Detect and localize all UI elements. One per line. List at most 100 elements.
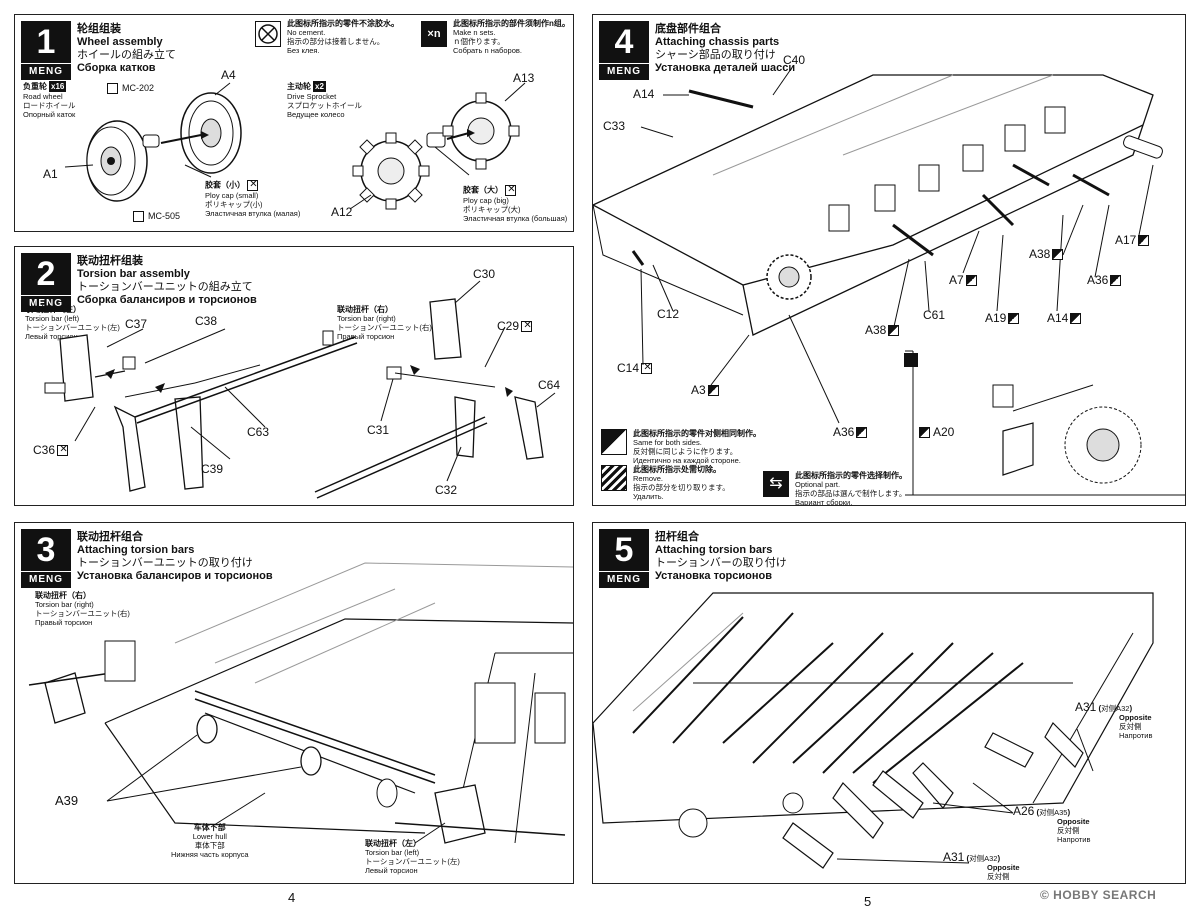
part-a3: A3 [691, 383, 719, 397]
title-ru: Сборка катков [77, 62, 156, 74]
wheel-assembly-drawing [64, 82, 526, 210]
legend-remove: 此图标所指示处需切除。 Remove. 指示の部分を切り取ります。 Удалит… [633, 465, 730, 501]
mirror-icon [1138, 235, 1150, 247]
no-cement-icon [641, 361, 653, 375]
brand-logo: MENG [599, 63, 649, 80]
part-a36b: A36 [833, 425, 868, 439]
step-5-badge: 5 MENG [599, 529, 649, 588]
part-c30: C30 [473, 267, 496, 281]
brand-logo: MENG [21, 295, 71, 312]
step-number: 3 [21, 529, 71, 571]
part-a19: A19 [985, 311, 1020, 325]
step-number: 5 [599, 529, 649, 571]
mirror-icon [1052, 249, 1064, 261]
mirror-icon [856, 427, 868, 439]
step-title: 扭杆组合 Attaching torsion bars トーションバーの取り付け… [655, 531, 787, 582]
legend-optional: 此图标所指示的零件选择制作。 Optional part. 指示の部品は選んで制… [795, 471, 907, 506]
part-c63: C63 [247, 425, 270, 439]
legend-same-both-sides: 此图标所指示的零件对侧相同制作。 Same for both sides. 反対… [633, 429, 761, 465]
no-cement-note: 此图标所指示的零件不涂胶水。 No cement. 指示の部分は接着しません。 … [287, 19, 399, 55]
step-number: 1 [21, 21, 71, 63]
title-en: Wheel assembly [77, 36, 163, 48]
part-c39: C39 [201, 462, 224, 476]
option-icon: ⇆ [763, 471, 789, 497]
a31-top-label: A31 (对侧A32) Opposite 反対側 Напротив [1075, 700, 1153, 740]
mirror-icon [707, 385, 719, 397]
lower-hull-label: 车体下部 Lower hull 車体下部 Нижняя часть корпус… [171, 823, 249, 859]
part-a38: A38 [1029, 247, 1064, 261]
part-c14: C14 [617, 361, 653, 375]
step-1-panel: 1 MENG 轮组组装 Wheel assembly ホイールの組み立て Сбо… [14, 14, 574, 232]
part-a7: A7 [949, 273, 977, 287]
part-mc505: MC-505 [131, 211, 180, 222]
step-3-badge: 3 MENG [21, 529, 71, 588]
part-a14b: A14 [1047, 311, 1082, 325]
title-jp: ホイールの組み立て [77, 49, 176, 61]
no-cement-icon [247, 178, 259, 192]
option-icon [904, 353, 918, 367]
watermark: © HOBBY SEARCH [1040, 888, 1157, 902]
part-c64: C64 [538, 378, 561, 392]
brand-logo: MENG [21, 571, 71, 588]
part-c38: C38 [195, 314, 218, 328]
part-a1: A1 [43, 167, 58, 181]
step-4-panel: 4 MENG 底盘部件组合 Attaching chassis parts シャ… [592, 14, 1186, 506]
cut-icon [601, 465, 627, 491]
part-c12: C12 [657, 307, 680, 321]
part-a13: A13 [513, 71, 535, 85]
part-c40: C40 [783, 53, 806, 67]
step-5-panel: 5 MENG 扭杆组合 Attaching torsion bars トーション… [592, 522, 1186, 884]
part-a36: A36 [1087, 273, 1122, 287]
part-a14: A14 [633, 87, 655, 101]
no-cement-icon [505, 183, 517, 197]
part-c32: C32 [435, 483, 458, 497]
part-c61: C61 [923, 308, 946, 322]
chassis-drawing [593, 68, 1185, 496]
part-c29: C29 [497, 319, 533, 333]
poly-cap-small-label: 胶套（小） Ploy cap (small) ポリキャップ(小) Эластич… [205, 178, 300, 218]
torsion-bars-drawing [593, 592, 1154, 869]
no-cement-icon [57, 443, 69, 457]
mirror-icon [601, 429, 627, 455]
mirror-icon [1008, 313, 1020, 325]
step-4-badge: 4 MENG [599, 21, 649, 80]
poly-cap-big-label: 胶套（大） Ploy cap (big) ポリキャップ(大) Эластична… [463, 183, 567, 223]
torsion-left-label: 联动扭杆（左） Torsion bar (left) トーションバーユニット(左… [365, 839, 460, 875]
step-1-badge: 1 MENG [21, 21, 71, 80]
a26-label: A26 (对侧A35) Opposite 反対側 Напротив [1013, 804, 1091, 844]
no-cement-icon [521, 319, 533, 333]
part-a17: A17 [1115, 233, 1150, 247]
torsion-right-label: 联动扭杆（右） Torsion bar (right) トーションバーユニット(… [337, 305, 432, 341]
lower-hull-drawing [28, 562, 573, 844]
brand-logo: MENG [21, 63, 71, 80]
part-a4: A4 [221, 68, 236, 82]
part-a39: A39 [55, 793, 79, 808]
mirror-icon [965, 275, 977, 287]
mirror-icon [1110, 275, 1122, 287]
step-title: 联动扭杆组装 Torsion bar assembly トーションバーユニットの… [77, 255, 257, 306]
part-c31: C31 [367, 423, 390, 437]
make-n-sets-note: 此图标所指示的部件须制作n组。 Make n sets. ｎ個作ります。 Соб… [453, 19, 570, 55]
torsion-left-label: 联动扭杆（左） Torsion bar (left) トーションバーユニット(左… [25, 305, 120, 341]
part-a38b: A38 [865, 323, 900, 337]
step-title: 轮组组装 Wheel assembly ホイールの組み立て Сборка кат… [77, 23, 176, 75]
no-cement-icon [255, 21, 281, 47]
torsion-right-label: 联动扭杆（右） Torsion bar (right) トーションバーユニット(… [35, 591, 130, 627]
torsion-bar-drawing [44, 280, 556, 499]
step-2-badge: 2 MENG [21, 253, 71, 312]
step-title: 底盘部件组合 Attaching chassis parts シャーシ部品の取り… [655, 23, 796, 74]
step-3-panel: 3 MENG 联动扭杆组合 Attaching torsion bars トーシ… [14, 522, 574, 884]
page-number-left: 4 [288, 890, 296, 905]
a31-bottom-label: A31 (对侧A32) Opposite 反対側 [943, 850, 1020, 881]
mirror-icon [888, 325, 900, 337]
step-title: 联动扭杆组合 Attaching torsion bars トーションバーユニッ… [77, 531, 273, 582]
part-mc202: MC-202 [105, 83, 154, 94]
mirror-icon [1070, 313, 1082, 325]
brand-logo: MENG [599, 571, 649, 588]
make-n-sets-icon: ×n [421, 21, 447, 47]
part-a20: A20 [917, 425, 954, 439]
part-a12: A12 [331, 205, 353, 219]
step-2-panel: 2 MENG 联动扭杆组装 Torsion bar assembly トーション… [14, 246, 574, 506]
